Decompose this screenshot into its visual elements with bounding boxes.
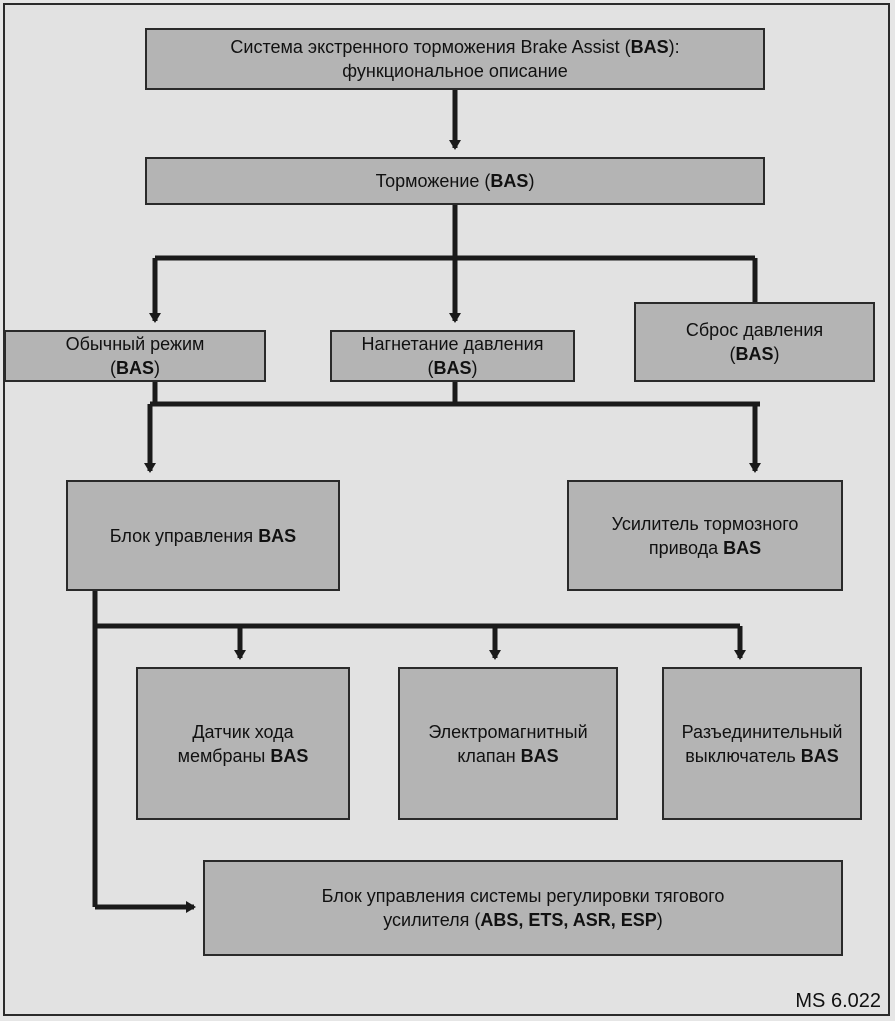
pressure-buildup-line1: Нагнетание давления [361, 334, 544, 354]
bas-description-line1: Система экстренного торможения Brake Ass… [230, 37, 680, 57]
pressure-buildup-line2: (BAS) [427, 358, 478, 378]
membrane-sensor-line1: Датчик хода [192, 721, 294, 742]
solenoid-valve-line1: Электромагнитный [428, 721, 588, 742]
pressure-release-line2: (BAS) [729, 344, 780, 364]
normal-mode-line1: Обычный режим [65, 334, 205, 354]
traction-control-line1: Блок управления системы регулировки тяго… [321, 886, 725, 906]
bas-description-box: Система экстренного торможения Brake Ass… [145, 28, 765, 90]
figure-code: MS 6.022 [795, 990, 881, 1012]
solenoid-valve-line2: клапан BAS [457, 745, 559, 766]
control-unit-label: Блок управления BAS [109, 525, 297, 546]
brake-booster-line2: привода BAS [648, 537, 762, 558]
normal-mode-box: Обычный режим (BAS) [4, 330, 266, 382]
normal-mode-line2: (BAS) [109, 358, 160, 378]
bas-description-line2: функциональное описание [342, 61, 568, 81]
traction-control-unit-box: Блок управления системы регулировки тяго… [203, 860, 843, 956]
pressure-release-line1: Сброс давления [685, 320, 824, 340]
membrane-sensor-line2: мембраны BAS [177, 745, 309, 766]
traction-control-line2: усилителя (ABS, ETS, ASR, ESP) [383, 910, 663, 930]
pressure-release-box: Сброс давления (BAS) [634, 302, 875, 382]
braking-box: Торможение (BAS) [145, 157, 765, 205]
release-switch-box: Разъединительный выключатель BAS [662, 667, 862, 820]
control-unit-box: Блок управления BAS [66, 480, 340, 591]
solenoid-valve-box: Электромагнитный клапан BAS [398, 667, 618, 820]
release-switch-line2: выключатель BAS [685, 745, 839, 766]
membrane-sensor-box: Датчик хода мембраны BAS [136, 667, 350, 820]
brake-booster-box: Усилитель тормозного привода BAS [567, 480, 843, 591]
brake-booster-line1: Усилитель тормозного [611, 513, 799, 534]
pressure-buildup-box: Нагнетание давления (BAS) [330, 330, 575, 382]
release-switch-line1: Разъединительный [681, 721, 843, 742]
braking-label: Торможение (BAS) [375, 171, 535, 191]
